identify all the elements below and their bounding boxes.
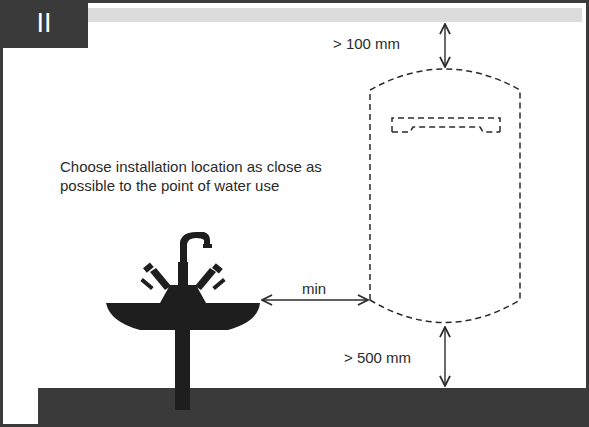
dimension: > 500 mm [344, 349, 411, 368]
instruction-note: Choose installation location as close as… [60, 158, 345, 196]
washbasin [106, 232, 260, 410]
floor [38, 388, 586, 425]
step-number: II [36, 7, 51, 41]
ceiling [88, 8, 582, 22]
clearance-arrow-top [444, 24, 445, 67]
dimension: > 100 mm [333, 35, 400, 54]
step-tab [0, 0, 88, 48]
distance-arrow [262, 299, 368, 300]
clearance-arrow-bottom [444, 327, 445, 386]
water-heater-outline [370, 69, 520, 323]
dimension: min [302, 280, 326, 299]
